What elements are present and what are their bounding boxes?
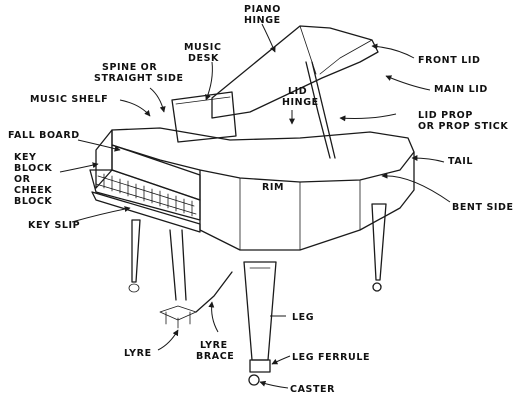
piano-keys (95, 173, 197, 217)
label-music-shelf: MUSIC SHELF (30, 94, 108, 105)
label-key-block-line5: BLOCK (14, 196, 52, 207)
label-piano-hinge-line2: HINGE (244, 15, 281, 26)
label-lyre-brace-line1: LYRE (200, 340, 228, 351)
label-lid-prop-line2: OR PROP STICK (418, 121, 508, 132)
label-caster: CASTER (290, 384, 335, 395)
label-lyre: LYRE (124, 348, 152, 359)
label-music-desk-line2: DESK (188, 53, 219, 64)
label-spine-line2: STRAIGHT SIDE (94, 73, 184, 84)
label-lid-hinge-line2: HINGE (282, 97, 319, 108)
label-fall-board: FALL BOARD (8, 130, 80, 141)
label-bent-side: BENT SIDE (452, 202, 514, 213)
label-piano-hinge-line1: PIANO (244, 4, 281, 15)
label-key-block-line3: OR (14, 174, 31, 185)
label-leg: LEG (292, 312, 314, 323)
labels: PIANO HINGE MUSIC DESK SPINE OR STRAIGHT… (8, 4, 514, 395)
label-main-lid: MAIN LID (434, 84, 488, 95)
label-front-lid: FRONT LID (418, 55, 481, 66)
label-key-block-line1: KEY (14, 152, 37, 163)
label-rim: RIM (262, 182, 284, 193)
label-tail: TAIL (448, 156, 473, 167)
label-lyre-brace-line2: BRACE (196, 351, 234, 362)
label-lid-hinge-line1: LID (288, 86, 307, 97)
label-spine-line1: SPINE OR (102, 62, 157, 73)
label-key-block-line4: CHEEK (14, 185, 52, 196)
label-key-block-line2: BLOCK (14, 163, 52, 174)
label-key-slip: KEY SLIP (28, 220, 80, 231)
label-music-desk-line1: MUSIC (184, 42, 222, 53)
leader-lines (59, 23, 451, 389)
lyre-drawing (159, 229, 233, 329)
piano-body-drawing (89, 25, 415, 386)
label-leg-ferrule: LEG FERRULE (292, 352, 370, 363)
label-lid-prop-line1: LID PROP (418, 110, 473, 121)
